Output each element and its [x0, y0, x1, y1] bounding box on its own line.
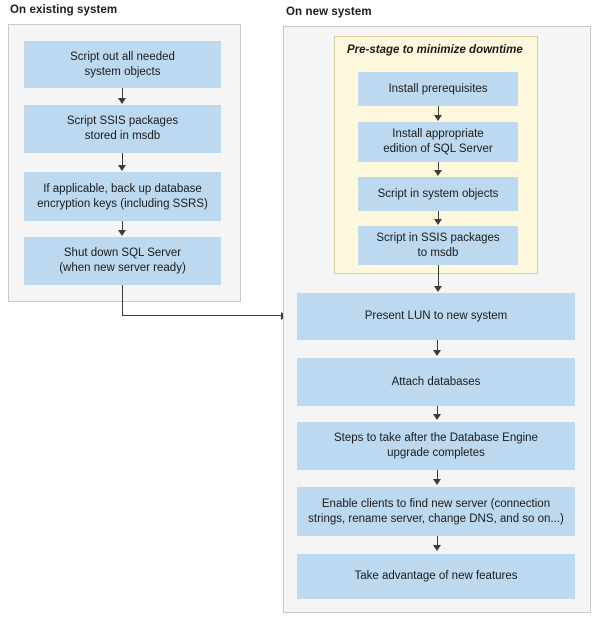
- node-script-in-ssis-packages[interactable]: Script in SSIS packages to msdb: [358, 226, 518, 265]
- arrow-down-icon-new-1: [433, 350, 441, 356]
- arrow-down-icon-existing-1: [118, 98, 126, 104]
- connector-line-existing-2: [122, 153, 123, 165]
- node-enable-clients-find-server[interactable]: Enable clients to find new server (conne…: [297, 487, 575, 536]
- connector-line-new-3: [437, 470, 438, 480]
- node-script-out-system-objects[interactable]: Script out all needed system objects: [24, 41, 221, 88]
- substage-title-prestage: Pre-stage to minimize downtime: [347, 44, 523, 56]
- node-take-advantage-new-features[interactable]: Take advantage of new features: [297, 554, 575, 599]
- arrow-down-icon-existing-3: [118, 230, 126, 236]
- node-script-in-system-objects[interactable]: Script in system objects: [358, 177, 518, 211]
- connector-line-new-1: [437, 340, 438, 351]
- node-script-ssis-packages[interactable]: Script SSIS packages stored in msdb: [24, 105, 221, 153]
- node-attach-databases[interactable]: Attach databases: [297, 358, 575, 406]
- arrow-down-icon-new-3: [433, 479, 441, 485]
- connector-line-prestage-2: [438, 162, 439, 171]
- node-shut-down-sql-server[interactable]: Shut down SQL Server (when new server re…: [24, 237, 221, 285]
- connector-line-new-2: [437, 406, 438, 415]
- connector-line-cross-horizontal: [122, 315, 281, 316]
- group-title-new-system: On new system: [286, 6, 372, 18]
- connector-line-existing-3: [122, 221, 123, 231]
- arrow-down-icon-new-2: [433, 414, 441, 420]
- arrow-down-icon-new-4: [433, 545, 441, 551]
- arrow-down-icon-prestage-3: [434, 219, 442, 225]
- connector-line-existing-1: [122, 88, 123, 99]
- arrow-down-icon-existing-2: [118, 165, 126, 171]
- connector-line-new-4: [437, 536, 438, 546]
- connector-line-prestage-out: [438, 265, 439, 286]
- node-install-prerequisites[interactable]: Install prerequisites: [358, 72, 518, 106]
- arrow-down-icon-prestage-2: [434, 170, 442, 176]
- group-title-existing-system: On existing system: [10, 4, 118, 16]
- connector-line-prestage-1: [438, 106, 439, 116]
- connector-line-prestage-3: [438, 211, 439, 220]
- arrow-down-icon-prestage-1: [434, 115, 442, 121]
- arrow-down-icon-prestage-out: [434, 286, 442, 292]
- node-post-upgrade-steps[interactable]: Steps to take after the Database Engine …: [297, 422, 575, 470]
- connector-line-cross-vertical: [122, 285, 123, 315]
- node-install-sql-server-edition[interactable]: Install appropriate edition of SQL Serve…: [358, 122, 518, 162]
- node-present-lun[interactable]: Present LUN to new system: [297, 293, 575, 340]
- node-backup-encryption-keys[interactable]: If applicable, back up database encrypti…: [24, 172, 221, 221]
